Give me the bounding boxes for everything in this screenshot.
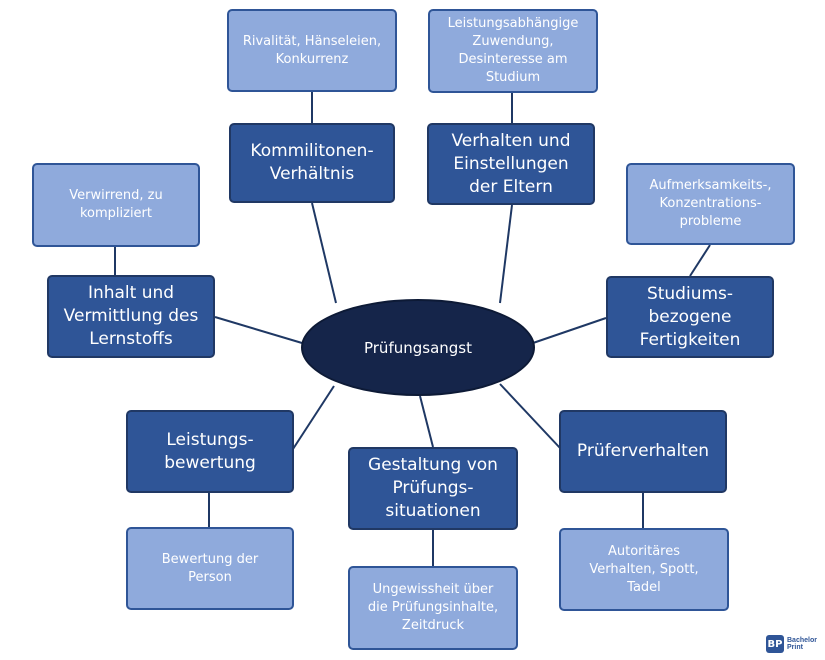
connector-eltern bbox=[499, 204, 513, 304]
connector-kommilitonen bbox=[311, 202, 337, 304]
node-prueferverhalten: Prüferverhalten bbox=[559, 410, 727, 493]
node-autoritaeres-verhalten: Autoritäres Verhalten, Spott, Tadel bbox=[559, 528, 729, 611]
logo-mark-icon: BP bbox=[766, 635, 784, 653]
logo-text: Bachelor Print bbox=[787, 637, 817, 651]
node-leistungsbewertung: Leistungs- bewertung bbox=[126, 410, 294, 493]
center-node-pruefungsangst: Prüfungsangst bbox=[301, 299, 535, 396]
node-rivalitaet: Rivalität, Hänseleien, Konkurrenz bbox=[227, 9, 397, 92]
node-bewertung-person: Bewertung der Person bbox=[126, 527, 294, 610]
logo-text-line1: Bachelor bbox=[787, 637, 817, 644]
node-leistungsabhaengige-zuwendung: Leistungsabhängige Zuwendung, Desinteres… bbox=[428, 9, 598, 93]
connector-gestaltung bbox=[419, 395, 434, 448]
node-inhalt-vermittlung: Inhalt und Vermittlung des Lernstoffs bbox=[47, 275, 215, 358]
node-ungewissheit: Ungewissheit über die Prüfungsinhalte, Z… bbox=[348, 566, 518, 650]
connector-aufmerksamkeit bbox=[689, 244, 711, 277]
node-aufmerksamkeitsprobleme: Aufmerksamkeits-, Konzentrations- proble… bbox=[626, 163, 795, 245]
node-kommilitonen-verhaeltnis: Kommilitonen- Verhältnis bbox=[229, 123, 395, 203]
bachelorprint-logo: BP Bachelor Print bbox=[766, 633, 817, 655]
node-gestaltung-pruefungssituationen: Gestaltung von Prüfungs- situationen bbox=[348, 447, 518, 530]
connector-pruefer bbox=[499, 383, 561, 449]
connector-leistung bbox=[292, 385, 335, 450]
connector-inhalt bbox=[214, 316, 303, 344]
node-verhalten-eltern: Verhalten und Einstellungen der Eltern bbox=[427, 123, 595, 205]
node-verwirrend: Verwirrend, zu kompliziert bbox=[32, 163, 200, 247]
logo-text-line2: Print bbox=[787, 644, 803, 651]
connector-studiums bbox=[532, 317, 607, 344]
node-studiumsbezogene-fertigkeiten: Studiums- bezogene Fertigkeiten bbox=[606, 276, 774, 358]
